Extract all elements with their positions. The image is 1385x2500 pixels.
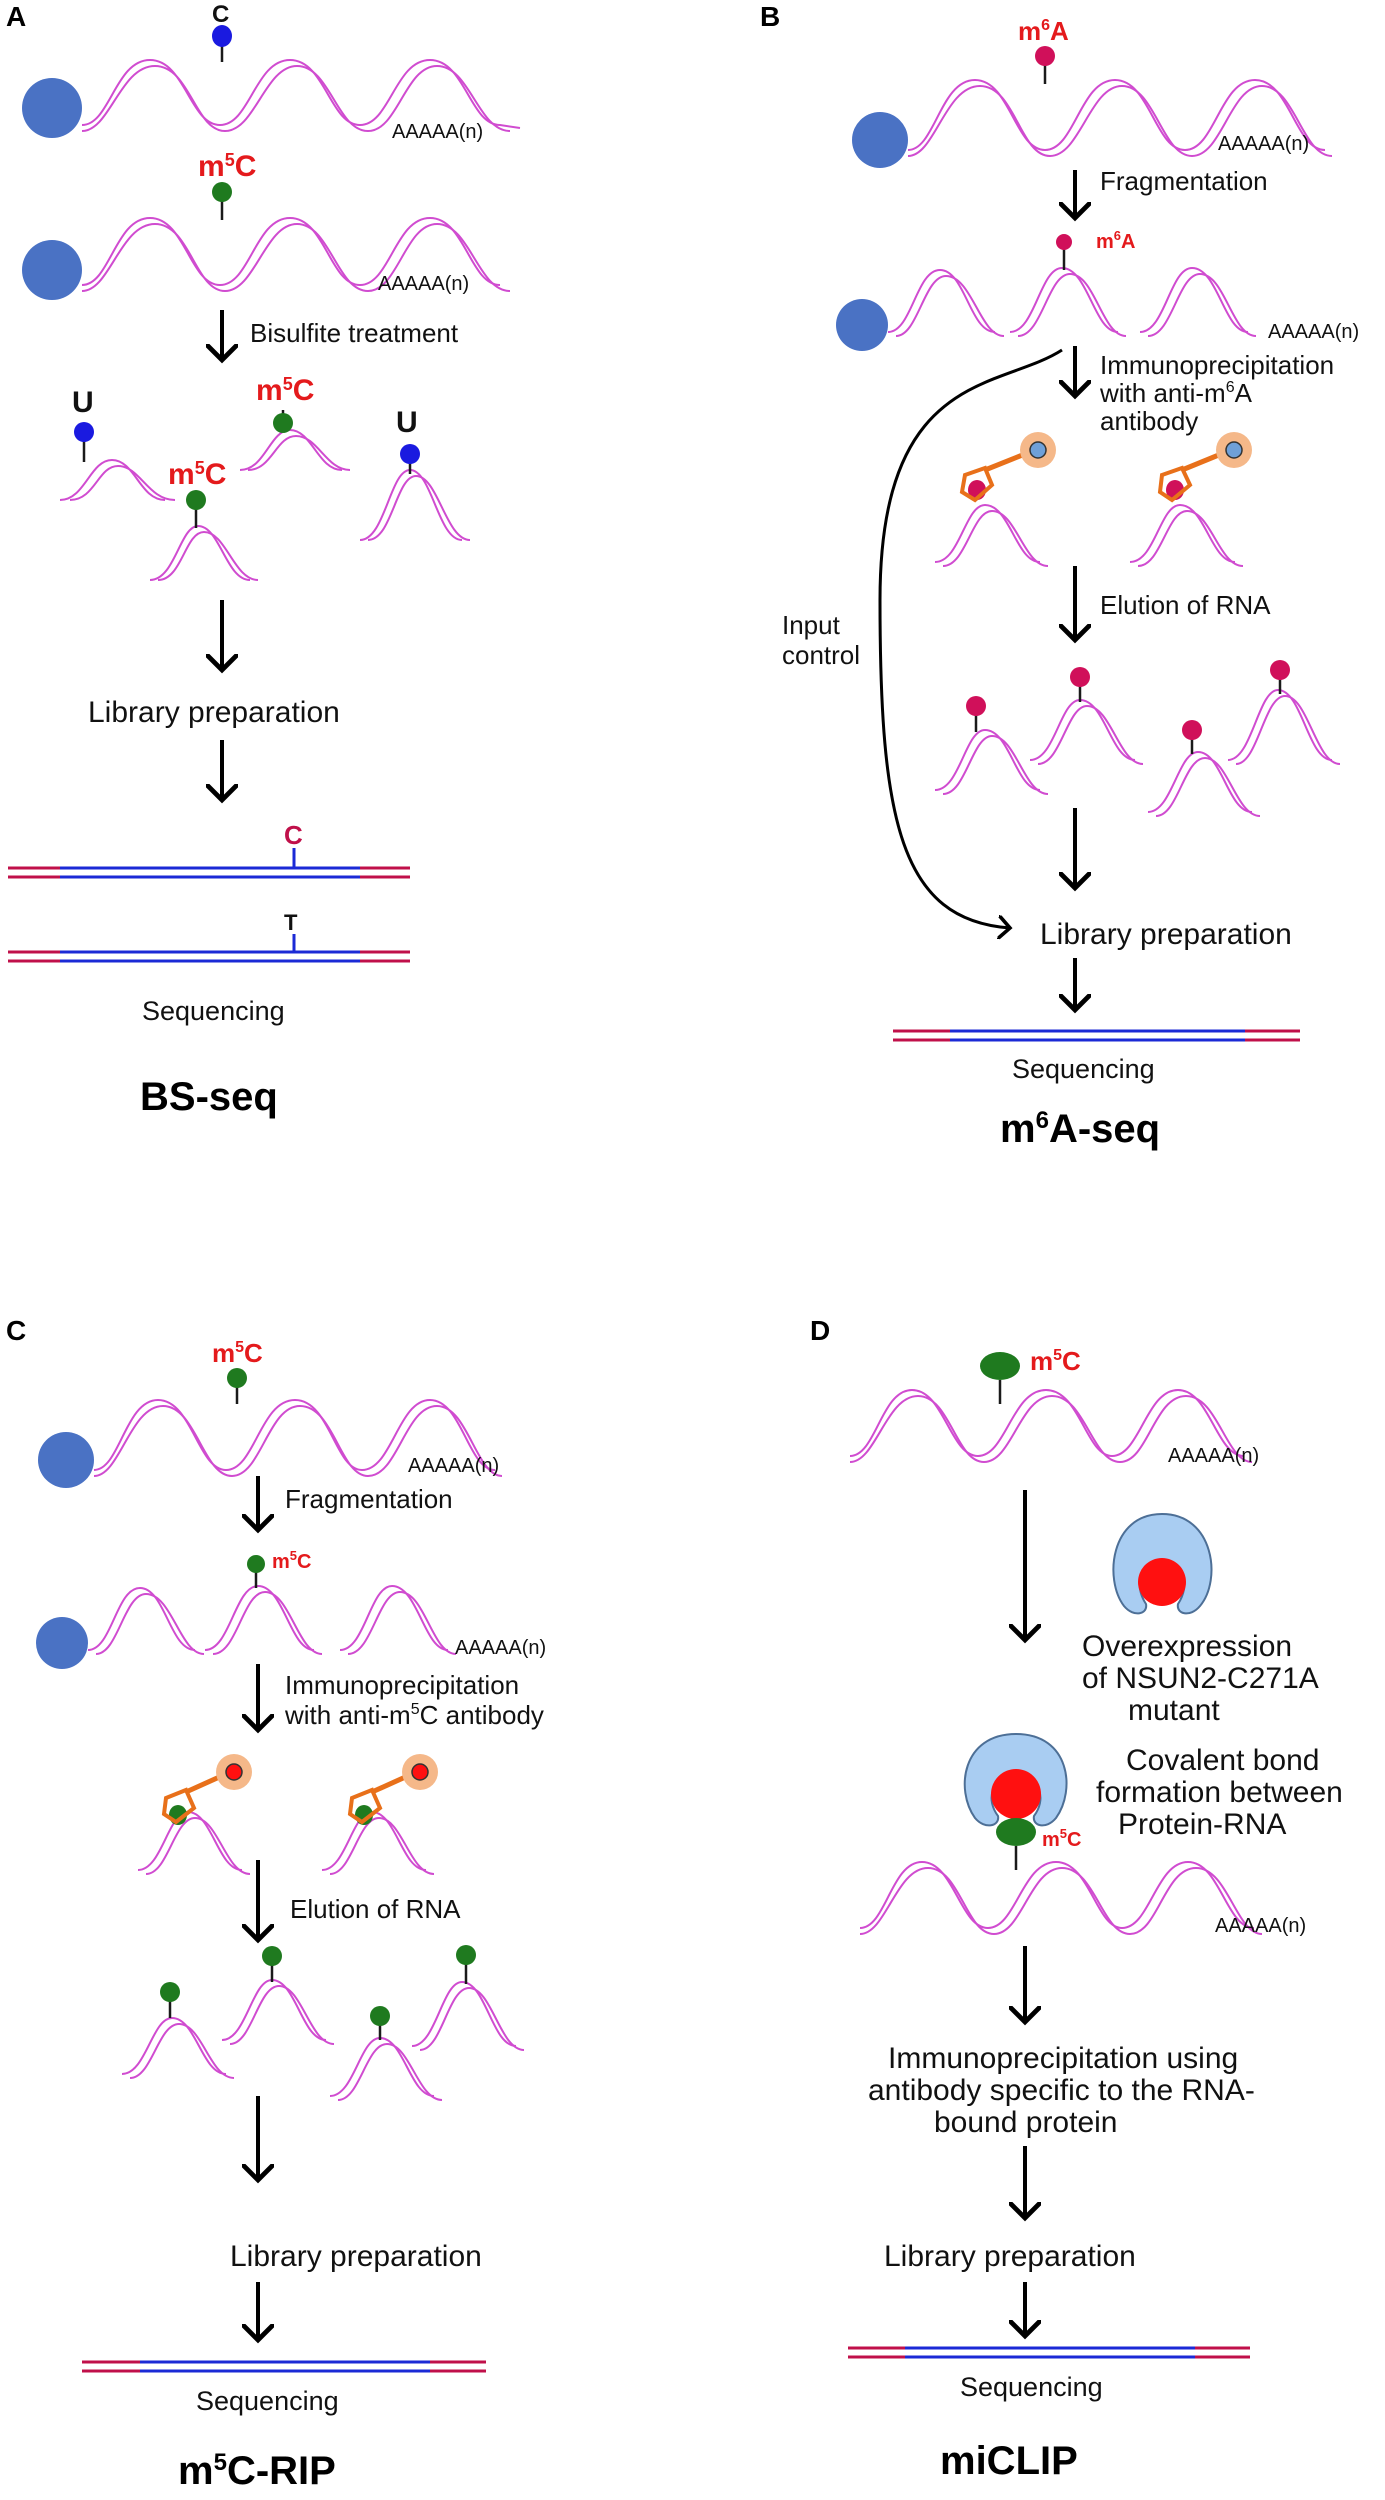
step-library: Library preparation	[230, 2240, 482, 2273]
step-library: Library preparation	[1040, 918, 1292, 951]
method-title-m5c-rip: m5C-RIP	[178, 2449, 336, 2493]
polya-tail: AAAAA(n)	[408, 1455, 499, 1477]
rna-m5c: m5C AAAAA(n)	[22, 150, 511, 300]
eluted-fragments	[121, 1945, 525, 2101]
m5c-node	[212, 182, 232, 202]
seq-t-label: T	[284, 910, 298, 935]
method-title-m6a-seq: m6A-seq	[1000, 1107, 1160, 1151]
m5c-label: m5C	[212, 1338, 263, 1368]
antibody-icon	[347, 1754, 438, 1825]
polya-tail: AAAAA(n)	[1218, 133, 1309, 155]
sequencing-reads: C T	[8, 820, 410, 963]
protein-rna-complex: m5C AAAAA(n)	[859, 1732, 1306, 1937]
fragmented-rna: m6A AAAAA(n)	[836, 228, 1359, 351]
step-elution: Elution of RNA	[1100, 590, 1271, 620]
step-library: Library preparation	[884, 2240, 1136, 2273]
overexp-line2: of NSUN2-C271A	[1082, 1662, 1319, 1695]
m6a-label: m6A	[1018, 16, 1069, 46]
m5c-label: m5C	[198, 150, 256, 183]
method-title-miclip: miCLIP	[940, 2439, 1078, 2483]
cap-icon	[836, 299, 888, 351]
panel-b: B m6A AAAAA(n) Fragmentation m6A AAAAA(n…	[760, 1, 1359, 1151]
cap-icon	[22, 240, 82, 300]
seq-c-label: C	[284, 820, 303, 850]
c-node	[212, 25, 232, 47]
step-ip-line1: Immunoprecipitation	[285, 1670, 519, 1700]
m5c-node	[996, 1818, 1036, 1846]
step-ip-line2: antibody specific to the RNA-	[868, 2074, 1255, 2107]
polya-tail: AAAAA(n)	[392, 121, 483, 143]
input-control-line1: Input	[782, 610, 841, 640]
cap-icon	[22, 78, 82, 138]
overexp-line1: Overexpression	[1082, 1630, 1292, 1663]
antibody-icon	[959, 432, 1056, 503]
panel-c: C m5C AAAAA(n) Fragmentation m5C AAAAA(n…	[6, 1315, 546, 2493]
bisulfite-fragments: U m5C m5C U	[59, 374, 471, 581]
polya-tail: AAAAA(n)	[1215, 1915, 1306, 1937]
sequencing-label: Sequencing	[142, 996, 285, 1026]
sequencing-label: Sequencing	[1012, 1054, 1155, 1084]
step-bisulfite: Bisulfite treatment	[250, 318, 459, 348]
m5c-node	[980, 1352, 1020, 1380]
step-ip-line1: Immunoprecipitation	[1100, 350, 1334, 380]
rna-unmodified: C AAAAA(n)	[22, 1, 521, 143]
fragmented-rna: m5C AAAAA(n)	[36, 1548, 546, 1669]
rna-m5c: m5C AAAAA(n)	[38, 1338, 503, 1488]
cap-icon	[852, 112, 908, 168]
step-library: Library preparation	[88, 696, 340, 729]
sequencing-read	[893, 1029, 1300, 1042]
m5c-label-small: m5C	[272, 1548, 311, 1573]
sequencing-read	[848, 2346, 1250, 2359]
u-label: U	[396, 406, 418, 439]
panel-b-letter: B	[760, 1, 780, 32]
rna-m6a: m6A AAAAA(n)	[852, 16, 1333, 168]
panel-d: D m5C AAAAA(n) Overexpression of NSUN2-C…	[810, 1315, 1343, 2483]
step-fragmentation: Fragmentation	[1100, 166, 1268, 196]
m5c-label: m5C	[168, 458, 226, 491]
step-ip-line1: Immunoprecipitation using	[888, 2042, 1238, 2075]
protein-icon	[963, 1732, 1068, 1827]
panel-a: A C AAAAA(n) m5C AAAAA(n) Bisulfite trea…	[6, 1, 521, 1119]
eluted-fragments	[934, 660, 1341, 817]
covalent-line1: Covalent bond	[1126, 1744, 1319, 1777]
sequencing-label: Sequencing	[196, 2386, 339, 2416]
step-ip-line2: with anti-m6A	[1099, 378, 1253, 408]
rna-m5c: m5C AAAAA(n)	[849, 1346, 1259, 1467]
method-title-bs-seq: BS-seq	[140, 1075, 278, 1119]
antibody-bound-fragments	[934, 432, 1252, 567]
antibody-icon	[1157, 432, 1252, 503]
panel-c-letter: C	[6, 1315, 26, 1346]
sequencing-read	[82, 2360, 486, 2373]
m5c-label: m5C	[1030, 1346, 1081, 1376]
polya-tail: AAAAA(n)	[455, 1637, 546, 1659]
cap-icon	[36, 1617, 88, 1669]
polya-tail: AAAAA(n)	[378, 273, 469, 295]
antibody-icon	[161, 1754, 252, 1825]
antibody-bound-fragments	[137, 1754, 438, 1875]
step-ip-line3: antibody	[1100, 406, 1198, 436]
covalent-line3: Protein-RNA	[1118, 1808, 1286, 1841]
sequencing-label: Sequencing	[960, 2372, 1103, 2402]
protein-icon	[1112, 1512, 1213, 1615]
covalent-line2: formation between	[1096, 1776, 1343, 1809]
step-elution: Elution of RNA	[290, 1894, 461, 1924]
polya-tail: AAAAA(n)	[1168, 1445, 1259, 1467]
m5c-label: m5C	[256, 374, 314, 407]
cap-icon	[38, 1432, 94, 1488]
step-fragmentation: Fragmentation	[285, 1484, 453, 1514]
step-ip-line3: bound protein	[934, 2106, 1118, 2139]
panel-d-letter: D	[810, 1315, 830, 1346]
panel-a-letter: A	[6, 1, 26, 32]
input-control-line2: control	[782, 640, 860, 670]
m6a-label-small: m6A	[1096, 228, 1135, 253]
c-label: C	[212, 1, 229, 28]
m5c-label-small: m5C	[1042, 1826, 1081, 1851]
input-control-path	[878, 348, 1063, 928]
overexp-line3: mutant	[1128, 1694, 1220, 1727]
polya-tail: AAAAA(n)	[1268, 321, 1359, 343]
m6a-node	[1035, 46, 1055, 66]
step-ip-line2: with anti-m5C antibody	[284, 1700, 544, 1730]
u-label: U	[72, 386, 94, 419]
